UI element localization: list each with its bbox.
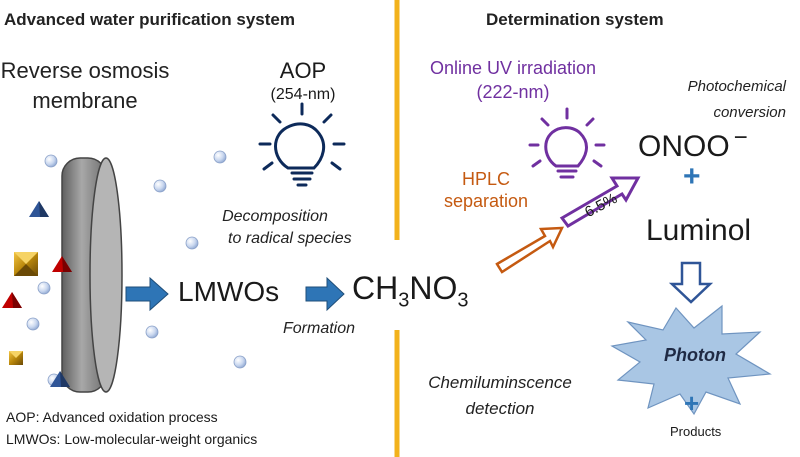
- peroxynitrite-formula: ONOO−: [638, 124, 748, 163]
- legend-lmwos: LMWOs: Low-molecular-weight organics: [6, 431, 258, 447]
- left-section-title: Advanced water purification system: [4, 10, 295, 29]
- photon-label: Photon: [664, 345, 726, 365]
- chemiluminescence-detection-label: Chemiluminscence detection: [428, 373, 572, 418]
- online-uv-label: Online UV irradiation (222-nm): [429, 58, 597, 102]
- right-section-title: Determination system: [486, 10, 664, 29]
- decomposition-label: Decomposition to radical species: [222, 208, 352, 247]
- photochemical-conversion-label: Photochemical conversion: [687, 78, 786, 121]
- aop-label: AOP (254-nm): [270, 58, 336, 103]
- arrow-lmwos-to-product: [305, 276, 345, 312]
- arrow-membrane-to-lmwos: [125, 276, 169, 312]
- luminol-label: Luminol: [646, 214, 752, 247]
- products-label: Products: [670, 424, 722, 439]
- ro-membrane: [61, 157, 123, 393]
- uv-lamp-254-icon: [258, 102, 346, 187]
- arrow-down-to-photon: [668, 261, 714, 304]
- lmwos-label: LMWOs: [178, 276, 280, 307]
- photon-burst: [610, 304, 772, 416]
- formation-label: Formation: [283, 320, 356, 337]
- methyl-nitrate-formula: CH3NO3: [352, 270, 469, 312]
- contaminant-particles: [2, 201, 72, 387]
- plus-sign-top: +: [683, 160, 701, 193]
- hplc-separation-label: HPLC separation: [443, 169, 529, 211]
- abbreviation-legend: AOP: Advanced oxidation process LMWOs: L…: [6, 406, 257, 450]
- membrane-label: Reverse osmosis membrane: [0, 58, 170, 113]
- plus-sign-bottom: +: [684, 388, 700, 418]
- arrow-uv-conversion: [559, 176, 641, 228]
- legend-aop: AOP: Advanced oxidation process: [6, 409, 218, 425]
- arrow-hplc: [495, 226, 565, 274]
- uv-lamp-222-icon: [528, 107, 606, 179]
